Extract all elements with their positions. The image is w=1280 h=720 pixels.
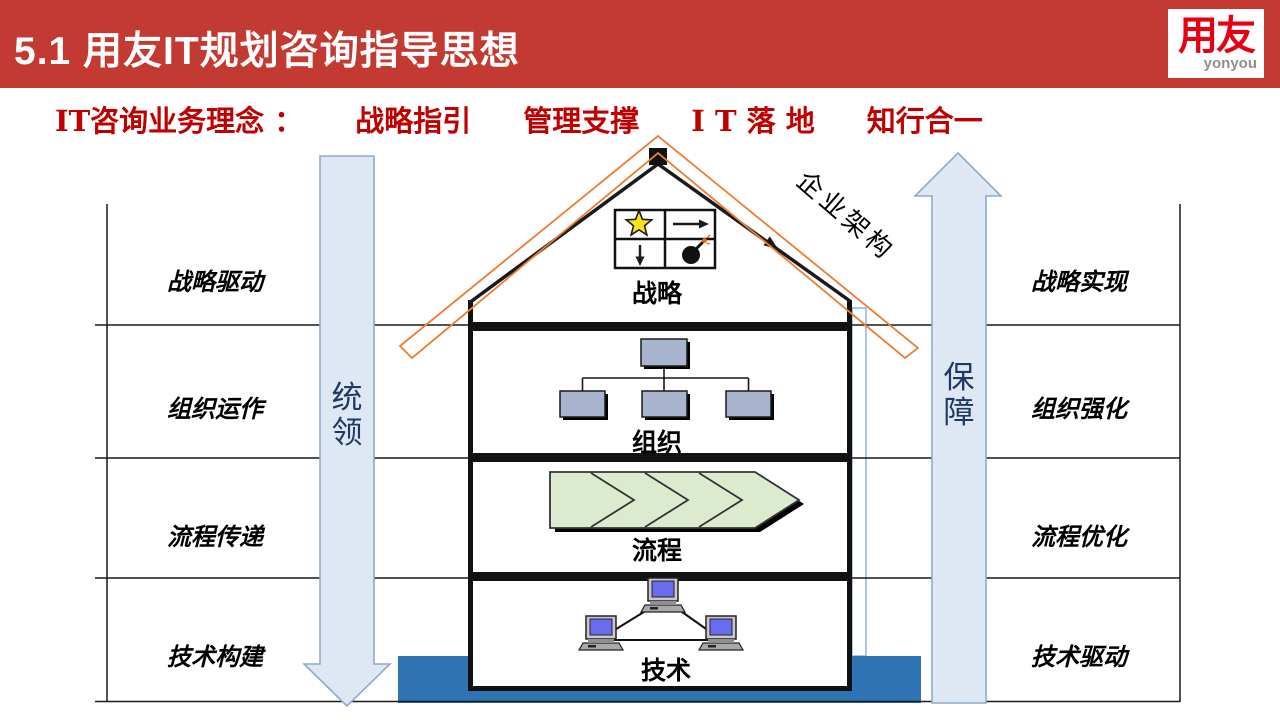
house-left-wall [468, 300, 473, 691]
yonyou-logo: 用友 yonyou [1168, 9, 1264, 78]
upward-flow-arrow [913, 151, 1003, 704]
matrix-right-row-2: 组织强化 [1031, 394, 1127, 423]
wall-strip [851, 307, 867, 657]
floor-label-organization: 组织 [631, 428, 682, 457]
star-icon [624, 208, 654, 237]
chimney-icon [649, 148, 667, 165]
computer-icon [697, 615, 745, 651]
down-arrow-icon [635, 245, 645, 266]
floor-label-strategy: 战略 [631, 279, 682, 308]
slogan-item: 知行合一 [866, 104, 983, 138]
left-arrow-label: 统领 [331, 380, 363, 452]
matrix-right-row-1: 战略实现 [1031, 267, 1127, 296]
floor-bar-1 [470, 322, 848, 331]
roof-slope-arrowhead-icon [763, 236, 778, 249]
network-icon [577, 577, 745, 651]
slogan-item: I T 落 地 [691, 104, 815, 138]
slogan-item: 战略指引 [355, 104, 472, 138]
right-arrow-label: 保障 [943, 360, 975, 432]
process-chevron-icon [549, 471, 804, 532]
house-floor-line [468, 686, 852, 691]
right-arrow-icon [673, 219, 709, 229]
page-title: 5.1 用友IT规划咨询指导思想 [14, 30, 520, 73]
matrix-grid-lines [95, 204, 1181, 703]
matrix-right-row-3: 流程优化 [1031, 522, 1127, 551]
matrix-right-row-4: 技术驱动 [1031, 642, 1127, 671]
computer-icon [639, 577, 687, 613]
house-structure [467, 148, 852, 691]
house-body [468, 162, 852, 691]
slogan-item: 管理支撑 [523, 104, 640, 138]
matrix-left-row-1: 战略驱动 [167, 267, 263, 296]
matrix-left-row-4: 技术构建 [167, 642, 263, 671]
logo-cn-text: 用友 [1178, 14, 1256, 58]
house-right-wall [847, 300, 852, 691]
computer-icon [577, 615, 625, 651]
floor-label-technology: 技术 [640, 656, 691, 685]
org-chart-icon [559, 338, 774, 420]
bomb-icon [682, 234, 711, 264]
floor-bar-3 [470, 572, 848, 581]
header-bar: 5.1 用友IT规划咨询指导思想 用友 yonyou [0, 0, 1280, 88]
floor-bar-2 [470, 453, 848, 462]
roof-accent-band [398, 134, 920, 360]
matrix-left-row-3: 流程传递 [167, 522, 263, 551]
floor-label-process: 流程 [631, 536, 682, 565]
matrix-left-row-2: 组织运作 [167, 394, 263, 423]
downward-flow-arrow [302, 155, 392, 708]
slogan-lead: IT咨询业务理念 ： [55, 104, 304, 138]
slogan-line: IT咨询业务理念 ： 战略指引 管理支撑 I T 落 地 知行合一 [55, 98, 983, 140]
logo-en-text: yonyou [1203, 55, 1257, 72]
strategy-grid-icon [613, 208, 717, 270]
